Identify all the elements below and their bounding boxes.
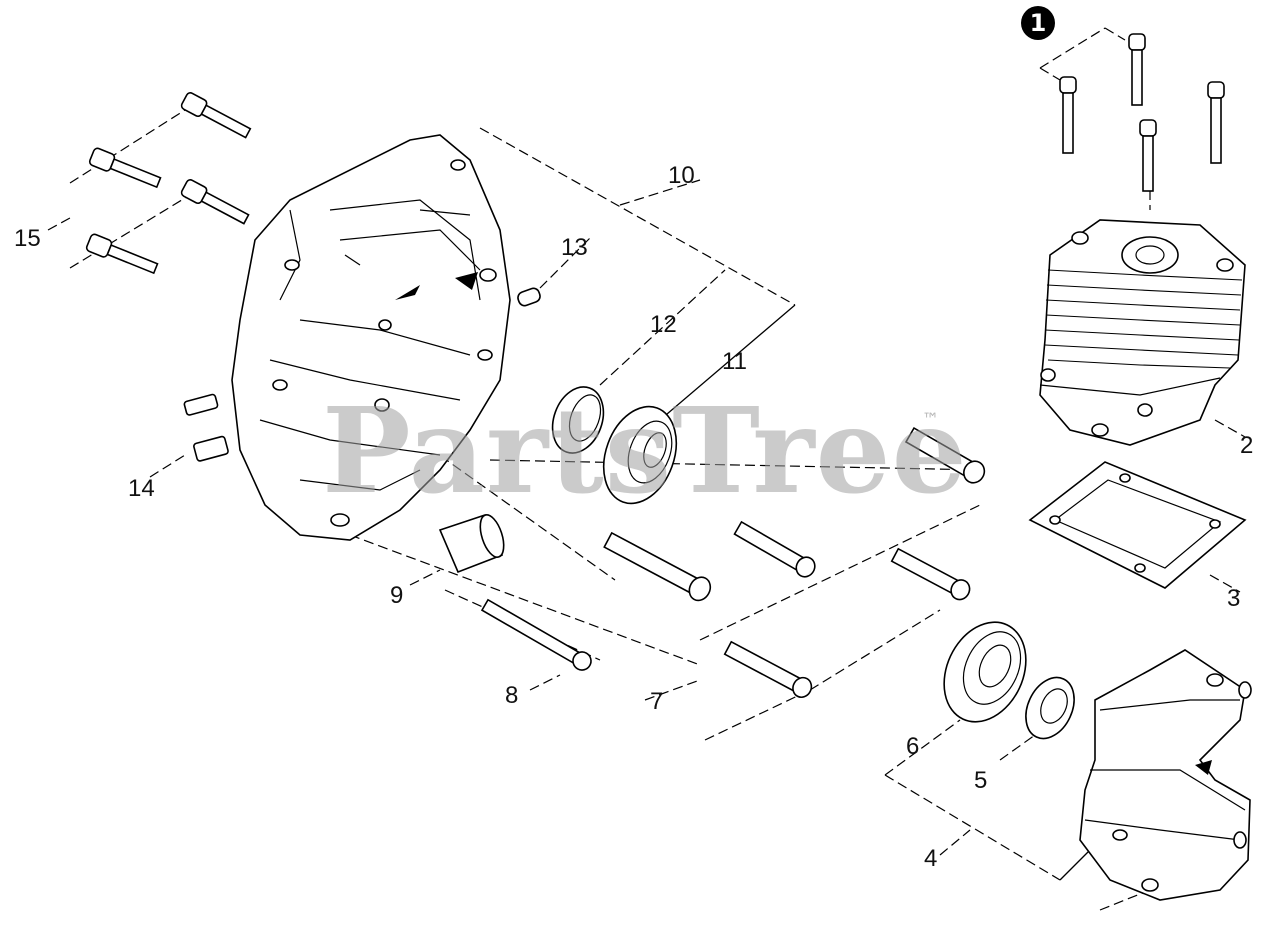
callout-3: 3 bbox=[1227, 585, 1241, 612]
callout-4: 4 bbox=[924, 845, 938, 872]
crankcase-half bbox=[231, 134, 511, 541]
callout-8: 8 bbox=[505, 682, 519, 709]
callout-10: 10 bbox=[668, 162, 695, 189]
callout-12: 12 bbox=[650, 311, 677, 338]
part-2-cylinder bbox=[1039, 219, 1246, 446]
reference-badge-1: 1 bbox=[1021, 6, 1055, 40]
part-14-pins bbox=[183, 393, 229, 462]
reference-1-bolts bbox=[1059, 33, 1225, 192]
part-4-crankcase-half bbox=[1079, 649, 1252, 901]
part-9-bushing bbox=[438, 514, 505, 574]
callout-11: 11 bbox=[722, 348, 747, 375]
part-12-ring bbox=[551, 386, 605, 454]
callout-9: 9 bbox=[390, 582, 404, 609]
callout-15: 15 bbox=[14, 225, 41, 252]
part-3-gasket bbox=[1028, 461, 1247, 589]
part-8-studs bbox=[480, 426, 986, 671]
callout-5: 5 bbox=[974, 767, 988, 794]
part-13-dowel bbox=[517, 287, 541, 307]
part-11-bearing bbox=[602, 405, 678, 505]
callout-6: 6 bbox=[906, 733, 920, 760]
callout-2: 2 bbox=[1240, 432, 1254, 459]
callout-7: 7 bbox=[650, 688, 664, 715]
part-15-bolts bbox=[85, 92, 252, 275]
trademark-symbol: ™ bbox=[922, 410, 939, 430]
callout-13: 13 bbox=[561, 234, 588, 261]
callout-14: 14 bbox=[128, 475, 155, 502]
part-7-studs bbox=[723, 520, 971, 699]
part-6-bearing bbox=[943, 621, 1027, 723]
partstree-watermark: PartsTree bbox=[322, 381, 968, 520]
part-5-seal bbox=[1025, 676, 1075, 740]
